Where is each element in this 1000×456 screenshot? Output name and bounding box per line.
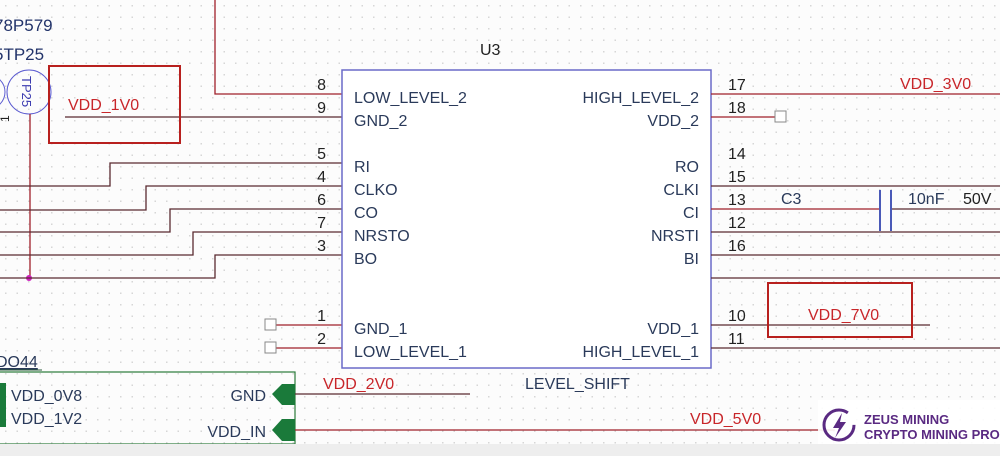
wire-pin-3[interactable] [0, 254, 342, 279]
pin-label: CLKO [354, 182, 398, 199]
sheet-port-vdd-in: VDD_IN [207, 424, 266, 441]
pin-number: 17 [728, 77, 746, 94]
component-ref: U3 [480, 42, 501, 59]
tp25-circle[interactable] [6, 69, 52, 115]
tp25-name: TP25 [19, 76, 34, 107]
pin-label: GND_2 [354, 113, 407, 130]
sheet-entry-vdd-0v8: VDD_0V8 [11, 388, 82, 405]
capacitor-value: 10nF [908, 191, 945, 208]
no-connect-pin-18 [774, 110, 787, 123]
pin-label: HIGH_LEVEL_2 [582, 90, 699, 107]
pin-label: CI [683, 205, 699, 222]
bottom-band [0, 444, 1000, 456]
pin-number: 13 [728, 192, 746, 209]
pin-label: RI [354, 159, 370, 176]
pin-number: 1 [317, 308, 326, 325]
capacitor-voltage: 50V [963, 191, 992, 208]
logo-line1: ZEUS MINING [864, 412, 949, 427]
pin-number: 16 [728, 238, 746, 255]
pin-number: 18 [728, 100, 746, 117]
lightning-bolt-icon [833, 413, 846, 438]
wire-pin-7[interactable] [0, 231, 342, 256]
pin-label: NRSTO [354, 228, 410, 245]
sheet-entry-bar [0, 383, 6, 427]
net-label-vdd-3v0: VDD_3V0 [900, 76, 971, 93]
pin-number: 6 [317, 192, 326, 209]
highlight-box-vdd-1v0 [48, 65, 181, 144]
sheet-symbol[interactable]: DO44 VDD_0V8 VDD_1V2 GND VDD_IN [0, 354, 296, 445]
port-arrow-vdd-in [272, 419, 295, 441]
pin-label: VDD_1 [647, 321, 699, 338]
pin-label: GND_1 [354, 321, 407, 338]
pin-label: NRSTI [651, 228, 699, 245]
sheet-title: DO44 [0, 354, 38, 371]
port-arrow-gnd [272, 384, 295, 405]
pin-number: 12 [728, 215, 746, 232]
pin-number: 14 [728, 146, 746, 163]
sheet-port-gnd: GND [230, 388, 266, 405]
component-name: LEVEL_SHIFT [525, 376, 630, 393]
net-label-vdd-1v0: VDD_1V0 [68, 97, 139, 114]
pin-number: 3 [317, 238, 326, 255]
test-point-circle[interactable] [0, 75, 6, 109]
pin-number: 9 [317, 100, 326, 117]
net-label-vdd-2v0: VDD_2V0 [323, 376, 394, 393]
pin-label: LOW_LEVEL_2 [354, 90, 467, 107]
test-point-label-top: 78P579 [0, 16, 53, 35]
net-label-vdd-7v0: VDD_7V0 [808, 307, 879, 324]
wire-pin-6[interactable] [0, 208, 342, 233]
lightning-circle-icon [822, 408, 856, 442]
highlight-box-vdd-7v0 [767, 282, 913, 338]
pin-number: 5 [317, 146, 326, 163]
wire-pin-8[interactable] [214, 0, 342, 95]
pin-number: 2 [317, 331, 326, 348]
pin-number: 10 [728, 308, 746, 325]
pin-number: 8 [317, 77, 326, 94]
capacitor-c3[interactable]: C3 10nF 50V [781, 190, 992, 231]
left-wires [0, 0, 342, 354]
pin-label: RO [675, 159, 699, 176]
pin-number: 15 [728, 169, 746, 186]
pin-label: BI [684, 251, 699, 268]
pin-label: CO [354, 205, 378, 222]
component-u3-body[interactable] [341, 69, 712, 369]
pin-number: 11 [728, 331, 745, 348]
pin-label: VDD_2 [647, 113, 699, 130]
pin-number: 7 [317, 215, 326, 232]
pin-label: CLKI [663, 182, 699, 199]
right-wires [711, 93, 1000, 349]
tp25-pin: 1 [0, 115, 12, 122]
net-label-vdd-5v0: VDD_5V0 [690, 411, 761, 428]
zeus-mining-logo: ZEUS MINING CRYPTO MINING PRO [818, 400, 1000, 444]
logo-line2: CRYPTO MINING PRO [864, 427, 1000, 442]
no-connect-pin-1 [264, 318, 277, 331]
wire-pin-5[interactable] [0, 162, 342, 187]
pin-number: 4 [317, 169, 326, 186]
pin-label: BO [354, 251, 377, 268]
wire-pin-4[interactable] [0, 185, 342, 211]
capacitor-ref: C3 [781, 191, 802, 208]
pin-label: LOW_LEVEL_1 [354, 344, 467, 361]
pin-label: HIGH_LEVEL_1 [582, 344, 699, 361]
sheet-entry-vdd-1v2: VDD_1V2 [11, 411, 82, 428]
no-connect-pin-2 [264, 341, 277, 354]
